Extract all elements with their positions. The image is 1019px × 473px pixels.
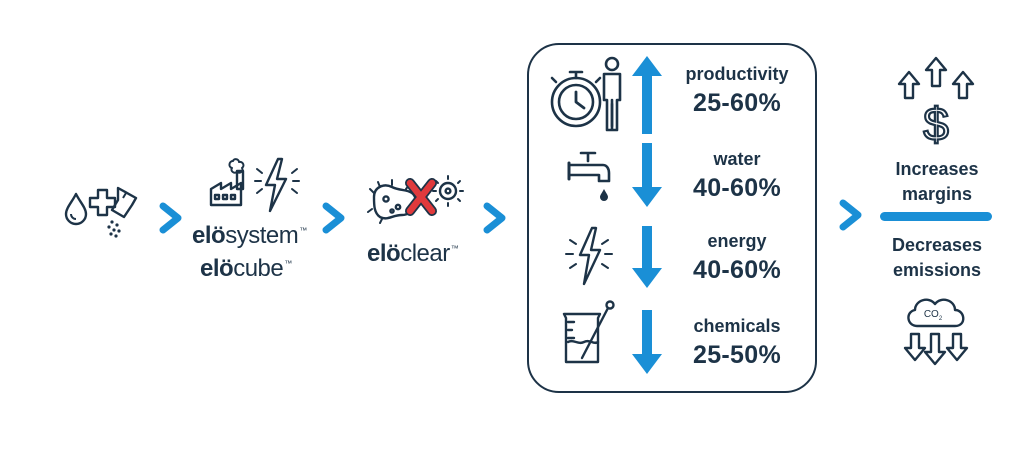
chevron-right-icon	[839, 199, 862, 231]
elosystem-brand: elösystem™	[192, 222, 307, 249]
plus-icon	[88, 188, 117, 217]
eloclear-brand: elöclear™	[367, 240, 459, 267]
chevron-right-icon	[322, 202, 345, 234]
metric-label-water: water	[713, 149, 761, 169]
co2-label: CO2	[924, 309, 943, 322]
lightning-icon	[254, 157, 300, 213]
metric-value-productivity: 25-60%	[693, 89, 781, 117]
pouring-container-icon	[110, 186, 138, 219]
chevron-right-icon	[159, 202, 182, 234]
granules-icon	[107, 220, 121, 238]
factory-icon	[209, 158, 245, 207]
benefits-panel	[527, 43, 817, 393]
metric-value-water: 40-60%	[693, 174, 781, 202]
metric-label-chemicals: chemicals	[693, 316, 781, 336]
outcome-divider	[880, 212, 992, 221]
arrow-down-icon	[632, 226, 662, 288]
arrow-down-icon	[632, 143, 662, 207]
red-x-icon	[405, 178, 437, 216]
dosing-icon-group	[64, 186, 138, 238]
stopwatch-worker-icon	[550, 56, 622, 132]
metric-label-productivity: productivity	[685, 64, 789, 84]
metric-label-energy: energy	[707, 231, 767, 251]
chevron-right-icon	[483, 202, 506, 234]
arrow-up-icon	[632, 56, 662, 134]
bacteria-x-icon-group	[367, 175, 464, 224]
factory-lightning-icon-group	[209, 157, 300, 213]
dollar-sign: $	[923, 98, 949, 150]
elocube-brand: elöcube™	[200, 255, 292, 282]
co2-cloud-down-arrows-icon: CO2	[903, 298, 969, 366]
dollar-up-arrows-icon: $	[897, 56, 975, 151]
metric-value-energy: 40-60%	[693, 256, 781, 284]
outcome-increases-margins: Increases margins	[895, 159, 979, 204]
lightning-icon	[565, 226, 613, 286]
water-drop-icon	[64, 192, 88, 226]
metric-value-chemicals: 25-50%	[693, 341, 781, 369]
faucet-icon	[567, 151, 611, 201]
outcome-decreases-emissions: Decreases emissions	[891, 235, 983, 280]
arrow-down-icon	[632, 310, 662, 374]
beaker-icon	[562, 300, 615, 364]
